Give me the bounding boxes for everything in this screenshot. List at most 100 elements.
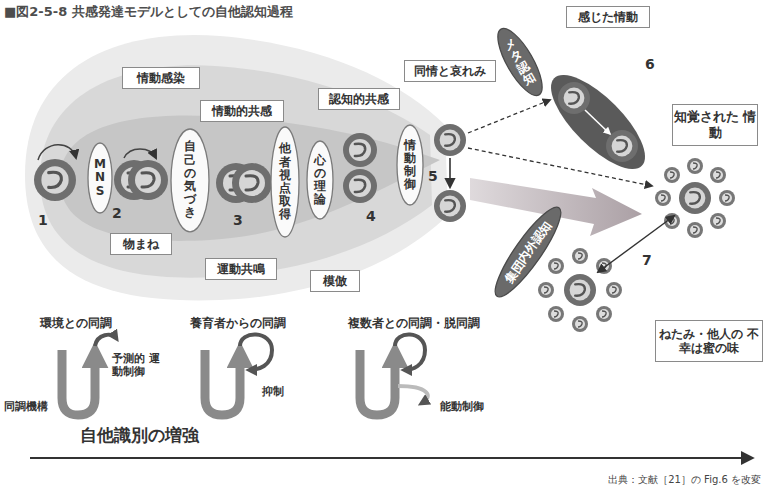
illustration-part bbox=[687, 158, 703, 174]
source-caption: 出典：文献［21］の Fig.6 を改変 bbox=[608, 473, 761, 487]
illustration-part bbox=[655, 190, 671, 206]
callout-number: 6 bbox=[645, 56, 655, 73]
illustration-part bbox=[537, 61, 659, 183]
annotation-label: 環境との同調 bbox=[40, 316, 112, 330]
illustration-part bbox=[548, 258, 564, 274]
illustration-part bbox=[596, 306, 612, 322]
illustration-part bbox=[710, 213, 726, 229]
annotation-label: 予測的 運動制御 bbox=[112, 352, 164, 378]
regulation-arrow bbox=[449, 158, 451, 187]
illustration-part bbox=[343, 133, 377, 167]
illustration-part bbox=[343, 169, 377, 203]
node-text: 情動制御 bbox=[404, 139, 416, 192]
stage-box: 情動的共感 bbox=[200, 100, 284, 122]
illustration-part bbox=[62, 350, 95, 415]
illustration-part bbox=[572, 248, 588, 264]
oval-shape bbox=[88, 143, 112, 213]
callout-number: 2 bbox=[112, 205, 122, 222]
callout-number: 7 bbox=[642, 252, 652, 269]
illustration-part bbox=[606, 282, 622, 298]
node-text: 同情と哀れみ bbox=[414, 64, 486, 78]
callout-number: 5 bbox=[428, 168, 438, 185]
oval-shape bbox=[307, 141, 333, 219]
process-oval: 情動制御 bbox=[396, 124, 424, 206]
oval-shape bbox=[171, 129, 209, 232]
stage-box: 運動共鳴 bbox=[205, 258, 277, 280]
callout-number: 4 bbox=[366, 208, 376, 225]
process-oval: メタ認知 bbox=[488, 21, 551, 103]
annotation-label: 養育者からの同調 bbox=[190, 316, 286, 330]
group-clusters bbox=[538, 158, 735, 332]
illustration-part bbox=[434, 124, 466, 156]
illustration-part bbox=[572, 316, 588, 332]
node-text: 模倣 bbox=[323, 274, 347, 288]
node-text: 感じた情動 bbox=[578, 10, 638, 24]
node-text: MNS bbox=[94, 158, 106, 198]
node-text: 集団内外認知 bbox=[501, 218, 554, 285]
oval-shape bbox=[486, 200, 569, 303]
stage-box: 情動感染 bbox=[122, 67, 200, 89]
illustration-part bbox=[128, 160, 168, 200]
node-text: 認知的共感 bbox=[329, 92, 389, 106]
stage-box: 模倣 bbox=[310, 270, 360, 292]
illustration-part bbox=[360, 350, 395, 415]
sync-arrows bbox=[62, 334, 428, 415]
illustration-part bbox=[240, 334, 272, 370]
stage-box: 感じた情動 bbox=[566, 6, 650, 28]
illustration-part bbox=[687, 222, 703, 238]
oval-shape bbox=[397, 125, 423, 205]
illustration-part bbox=[395, 334, 425, 370]
illustration-part bbox=[205, 350, 240, 415]
illustration-part bbox=[585, 110, 610, 134]
node-text: 自己の気づき bbox=[184, 140, 196, 219]
illustration-part bbox=[468, 100, 550, 133]
illustration-part bbox=[548, 306, 564, 322]
emotion-pair bbox=[537, 61, 659, 183]
annotation-label: 能動制御 bbox=[440, 400, 484, 413]
node-text: ねたみ・他人の 不幸は蜜の味 bbox=[656, 327, 762, 356]
oval-shape bbox=[490, 23, 551, 102]
development-cloud bbox=[25, 35, 448, 300]
illustration-part bbox=[38, 145, 76, 160]
illustration-part bbox=[95, 335, 116, 346]
illustration-part bbox=[606, 130, 638, 162]
node-text: 情動感染 bbox=[137, 71, 185, 85]
figure-title: ■図2-5-8 共感発達モデルとしての自他認知過程 bbox=[4, 3, 293, 21]
stage-box: ねたみ・他人の 不幸は蜜の味 bbox=[655, 320, 763, 362]
process-oval: 心の理論 bbox=[306, 140, 334, 220]
illustration-part bbox=[25, 35, 448, 300]
self-other-circles bbox=[34, 124, 466, 222]
node-text: 情動的共感 bbox=[212, 104, 272, 118]
annotation-label: 複数者との同調・脱同調 bbox=[348, 316, 480, 330]
process-oval: MNS bbox=[87, 142, 113, 214]
node-text: 運動共鳴 bbox=[217, 262, 265, 276]
illustration-part bbox=[124, 149, 156, 158]
illustration-part bbox=[538, 282, 554, 298]
node-text: 他者視点取得 bbox=[279, 142, 291, 221]
node-text: 心の理論 bbox=[314, 154, 326, 207]
illustration-part bbox=[710, 167, 726, 183]
illustration-part bbox=[664, 167, 680, 183]
oval-shape bbox=[271, 127, 299, 237]
node-text: 物まね bbox=[123, 237, 159, 251]
stage-box: 知覚された 情動 bbox=[672, 104, 758, 146]
process-oval: 他者視点取得 bbox=[270, 126, 300, 238]
progress-arrow bbox=[30, 457, 752, 459]
stage-box: 物まね bbox=[110, 233, 172, 255]
annotation-label: 同調機構 bbox=[4, 400, 48, 413]
stage-box: 認知的共感 bbox=[318, 88, 400, 110]
illustration-part bbox=[34, 159, 76, 201]
illustration-part bbox=[679, 182, 711, 214]
illustration-part bbox=[719, 190, 735, 206]
illustration-part bbox=[60, 115, 440, 240]
dashed-arrows bbox=[468, 100, 652, 186]
illustration-part bbox=[434, 190, 466, 222]
illustration-part bbox=[232, 163, 272, 203]
illustration-part bbox=[564, 274, 596, 306]
callout-number: 3 bbox=[233, 212, 243, 229]
illustration-part bbox=[558, 82, 590, 114]
annotation-label: 抑制 bbox=[262, 385, 284, 398]
process-oval: 自己の気づき bbox=[170, 128, 210, 233]
stage-box: 同情と哀れみ bbox=[404, 60, 496, 82]
